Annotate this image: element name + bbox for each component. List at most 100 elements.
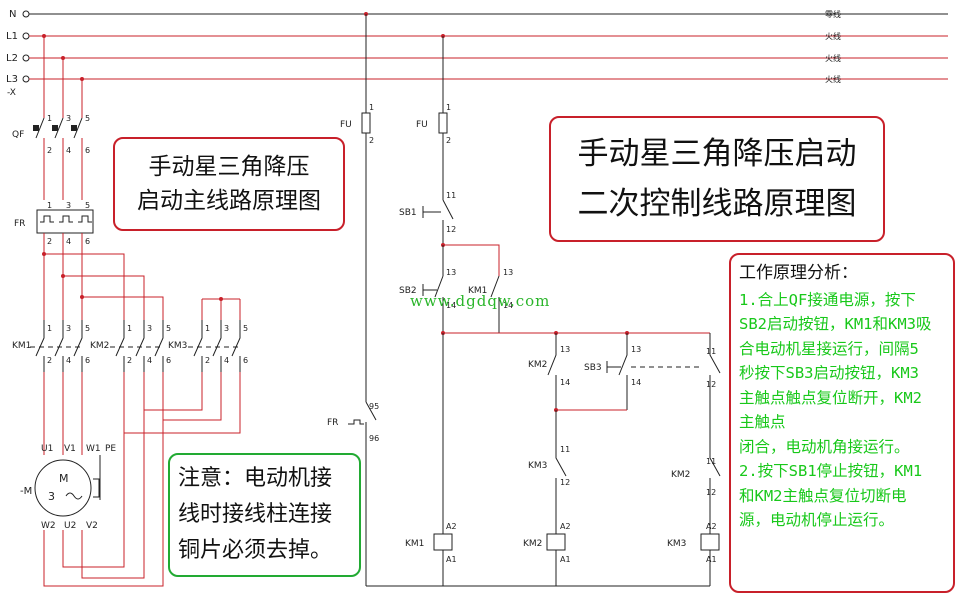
km1-main-label: KM1: [12, 341, 31, 351]
warning-line3: 铜片必须去掉。: [178, 538, 333, 563]
main-circuit-title-box: 手动星三角降压 启动主线路原理图: [113, 137, 345, 231]
notes-heading: 工作原理分析：: [739, 263, 858, 283]
km1-nc-contact: 11 12: [706, 333, 721, 450]
km3-pin-1: 1: [205, 324, 210, 333]
notes-line: 合电动机星接运行，间隔5: [739, 339, 919, 358]
line-label-l3: 火线: [825, 74, 841, 84]
motor-phase: 3: [48, 490, 55, 503]
line-name-l2: L2: [6, 53, 18, 64]
notes-line: 闭合，电动机角接运行。: [739, 437, 910, 456]
fu-line: FU 1 2: [416, 103, 451, 145]
sb1-pin-11: 11: [446, 191, 456, 200]
control-circuit-title-box: 手动星三角降压启动 二次控制线路原理图: [549, 116, 885, 242]
km1-nc-pin-11: 11: [706, 347, 716, 356]
fr-nc-label: FR: [327, 418, 338, 428]
motor-terminal-w1: W1: [86, 444, 101, 454]
km3-nc-pin-12: 12: [560, 478, 570, 487]
fu-l-pin-2: 2: [446, 136, 451, 145]
coil-km2-a1: A1: [560, 555, 571, 564]
motor-terminal-v2: V2: [86, 521, 98, 531]
km3-nc-contact: KM3 11 12: [528, 445, 570, 524]
km3-nc-label: KM3: [528, 461, 547, 471]
fu-line-label: FU: [416, 120, 428, 130]
line-name-n: N: [9, 9, 16, 20]
sb2-label: SB2: [399, 286, 417, 296]
watermark: www.dgdqw.com: [410, 292, 551, 310]
fr-pin-1: 1: [47, 201, 52, 210]
fu-n-pin-1: 1: [369, 103, 374, 112]
qf-pin-6: 6: [85, 146, 90, 155]
km1-hold-pin-13: 13: [503, 268, 513, 277]
line-label-neutral: 零线: [825, 9, 841, 19]
sb2-pin-14: 14: [446, 301, 456, 310]
fr-thermal-relay: FR 1 3 5 2 4 6: [14, 201, 94, 246]
km2-pin-4: 4: [147, 356, 152, 365]
sb1-label: SB1: [399, 208, 417, 218]
main-title-line2: 启动主线路原理图: [137, 188, 321, 214]
km2-pin-2: 2: [127, 356, 132, 365]
qf-breaker: QF 1 3 5 2 4 6: [12, 114, 90, 200]
motor-terminal-u2: U2: [64, 521, 76, 531]
terminal-l1: [22, 32, 30, 40]
coil-km1-label: KM1: [405, 539, 424, 549]
km3-main-contacts: KM3 1 3 5 2 4 6: [168, 297, 248, 372]
fr-pin-3: 3: [66, 201, 71, 210]
notes-line: 主触点: [739, 413, 786, 431]
km2-pin-6: 6: [166, 356, 171, 365]
fr-pin-5: 5: [85, 201, 90, 210]
coil-km3-a1: A1: [706, 555, 717, 564]
km2-nc-pin-12: 12: [706, 488, 716, 497]
coil-km1: KM1 A2 A1: [405, 522, 457, 586]
notes-line: 2.按下SB1停止按钮，KM1: [739, 462, 923, 480]
fr-nc-contact: FR 95 96: [327, 401, 379, 443]
control-title-line2: 二次控制线路原理图: [577, 186, 857, 222]
fr-pin-6: 6: [85, 237, 90, 246]
km1-hold-label: KM1: [468, 286, 487, 296]
coil-km3: KM3 A2 A1: [667, 522, 720, 586]
supply-junctions: [42, 12, 445, 81]
motor-terminal-w2: W2: [41, 521, 56, 531]
km1-nc-pin-12: 12: [706, 380, 716, 389]
km3-pin-2: 2: [205, 356, 210, 365]
km1-hold-contact: KM1 13 14: [468, 268, 513, 333]
coil-km3-a2: A2: [706, 522, 717, 531]
fr-pin-2: 2: [47, 237, 52, 246]
km3-pin-4: 4: [224, 356, 229, 365]
fr-label: FR: [14, 219, 25, 229]
fu-neutral: FU 1 2: [340, 103, 374, 145]
coil-km1-a2: A2: [446, 522, 457, 531]
km1-pin-1: 1: [47, 324, 52, 333]
motor-name: M: [59, 472, 69, 485]
km3-pin-6: 6: [243, 356, 248, 365]
motor-terminal-u1: U1: [41, 444, 53, 454]
motor-label: -M: [20, 486, 32, 497]
sb3-switch-button: SB3 13 14: [584, 333, 700, 410]
notes-line: 主触点触点复位断开，KM2: [739, 388, 922, 407]
sb2-start-button: SB2 13 14: [399, 268, 456, 333]
coil-km3-label: KM3: [667, 539, 686, 549]
terminal-l3: [22, 75, 30, 83]
coil-km2-label: KM2: [523, 539, 542, 549]
km2-pin-3: 3: [147, 324, 152, 333]
warning-line2: 线时接线柱连接: [178, 502, 333, 527]
warning-box: 注意：电动机接 线时接线柱连接 铜片必须去掉。: [168, 453, 361, 577]
coil-km2-a2: A2: [560, 522, 571, 531]
line-label-l1: 火线: [825, 31, 841, 41]
km2-aux-contact: KM2 13 14: [528, 333, 570, 410]
km2-nc-pin-11: 11: [706, 457, 716, 466]
notes-line: 和KM2主触点复位切断电: [739, 486, 907, 505]
supply-line-n: N 零线: [9, 9, 948, 20]
km2-nc-contact: KM2 11 12: [671, 450, 721, 524]
km3-nc-pin-11: 11: [560, 445, 570, 454]
qf-pin-4: 4: [66, 146, 71, 155]
supply-line-l2: L2 火线: [6, 53, 948, 64]
notes-line: 1.合上QF接通电源，按下: [739, 290, 916, 309]
notes-line: SB2启动按钮，KM1和KM3吸: [739, 315, 932, 333]
terminal-l2: [22, 54, 30, 62]
km3-main-label: KM3: [168, 341, 187, 351]
km1-hold-pin-14: 14: [503, 301, 513, 310]
km2-nc-label: KM2: [671, 470, 690, 480]
fr-pin-95: 95: [369, 402, 379, 411]
km1-pin-2: 2: [47, 356, 52, 365]
qf-pin-5: 5: [85, 114, 90, 123]
